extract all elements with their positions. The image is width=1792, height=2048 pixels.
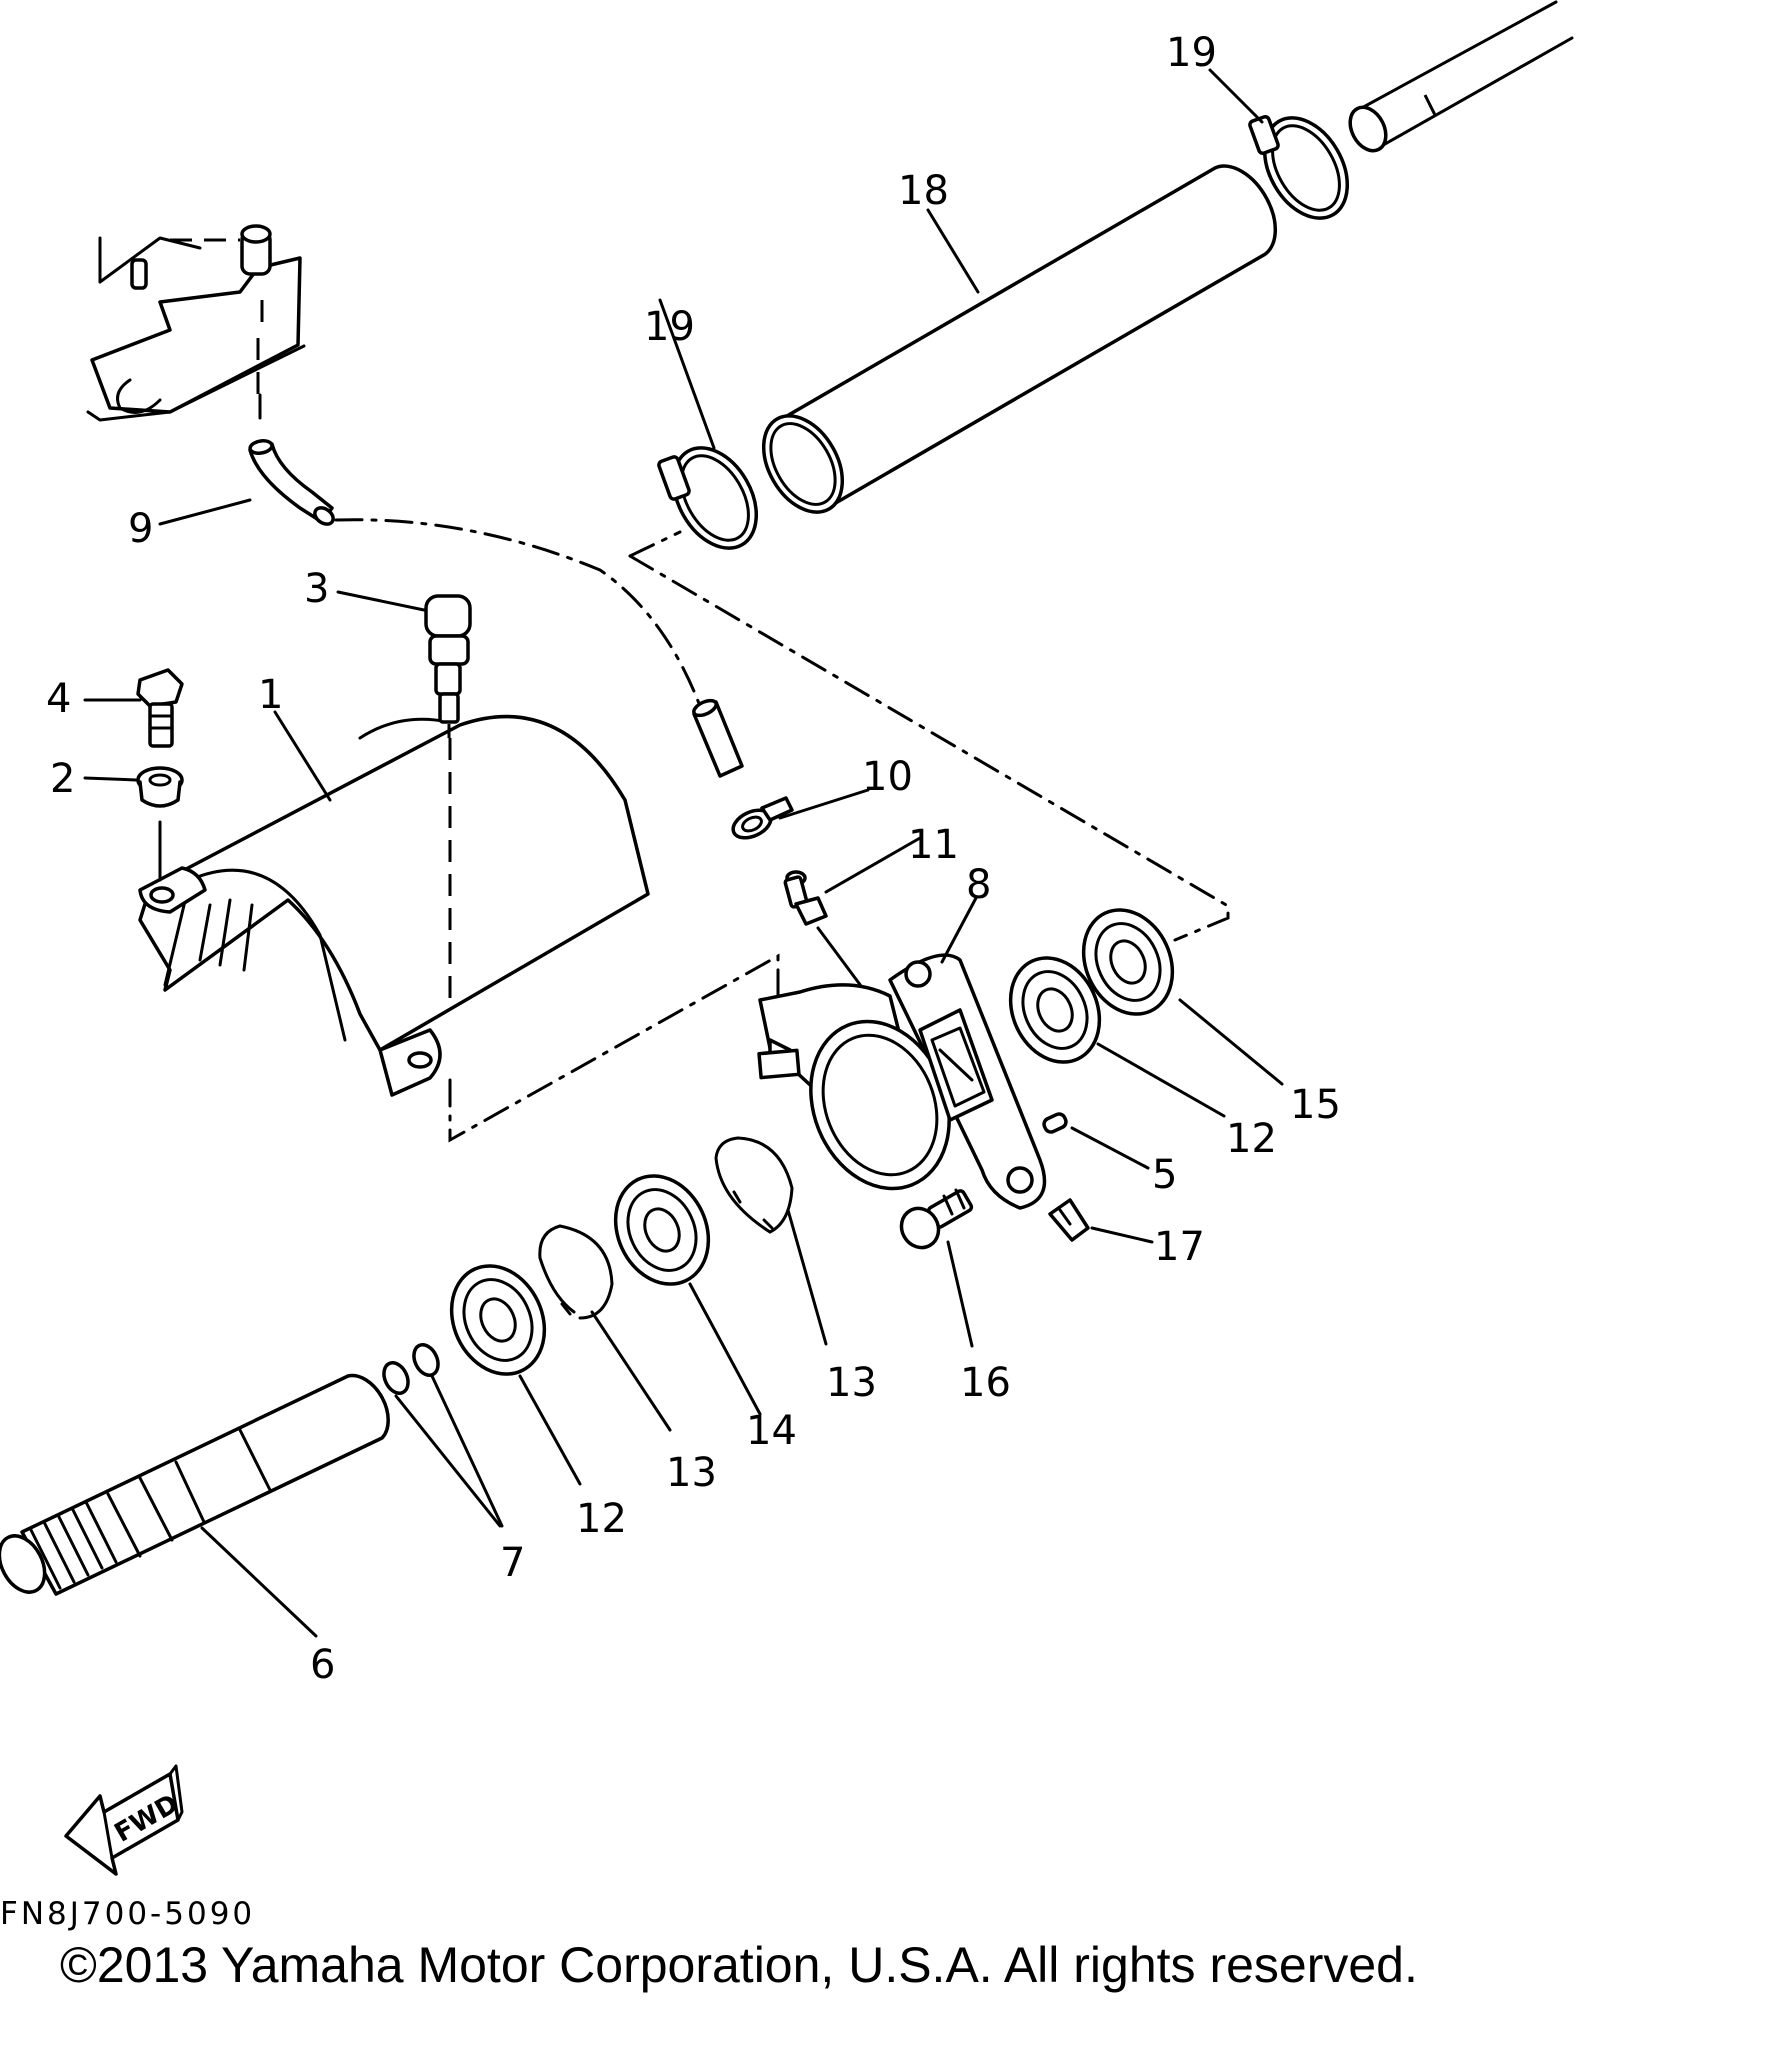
callout-9: 9 <box>128 506 153 552</box>
hose-clip <box>731 796 794 840</box>
bolt <box>136 668 184 748</box>
callout-1: 1 <box>258 672 283 718</box>
leader-lines <box>83 68 1284 1638</box>
callout-3: 3 <box>304 566 329 612</box>
drive-shaft <box>0 1373 390 1596</box>
breather-tube <box>248 439 744 778</box>
hose-clamp-lower <box>657 446 758 550</box>
bearing-12-lower <box>449 1264 547 1376</box>
circlip-13-lower <box>538 1224 614 1320</box>
callout-14: 14 <box>746 1408 797 1454</box>
callout-16: 16 <box>960 1360 1011 1406</box>
callout-5: 5 <box>1152 1152 1177 1198</box>
dowel-pin <box>1042 1112 1068 1134</box>
callout-12-upper: 12 <box>1226 1116 1277 1162</box>
housing-cover <box>138 714 650 1097</box>
flange-bolt <box>899 1188 974 1250</box>
callout-15: 15 <box>1290 1082 1341 1128</box>
grease-nipple <box>783 870 866 992</box>
o-rings <box>382 1343 440 1395</box>
callout-13-lower: 13 <box>666 1450 717 1496</box>
bearing-15 <box>1081 908 1175 1016</box>
callout-19-lower: 19 <box>644 304 695 350</box>
callout-11: 11 <box>908 822 959 868</box>
bearing-housing <box>757 953 1047 1210</box>
callout-13-upper: 13 <box>826 1360 877 1406</box>
copyright-notice: ©2013 Yamaha Motor Corporation, U.S.A. A… <box>60 1937 1418 1993</box>
bearing-14 <box>613 1174 711 1286</box>
callout-19-upper: 19 <box>1166 30 1217 76</box>
drive-shaft-upper <box>1348 0 1574 153</box>
callout-7: 7 <box>500 1540 525 1586</box>
circlip-13-upper <box>714 1136 794 1234</box>
u-clip <box>1048 1198 1090 1242</box>
fwd-arrow-icon: FWD <box>64 1764 184 1876</box>
callout-4: 4 <box>46 676 71 722</box>
callout-labels: 1 2 3 4 5 6 7 8 9 10 11 12 12 13 13 14 1… <box>46 30 1341 1688</box>
callout-2: 2 <box>50 756 75 802</box>
callout-17: 17 <box>1154 1224 1205 1270</box>
callout-6: 6 <box>310 1642 335 1688</box>
callout-8: 8 <box>966 862 991 908</box>
callout-18: 18 <box>898 168 949 214</box>
bearing-12-upper <box>1008 956 1102 1064</box>
callout-10: 10 <box>862 754 913 800</box>
hose-clamp-upper <box>1248 114 1349 220</box>
diagram-part-code: FN8J700-5090 <box>0 1896 256 1932</box>
cap-fitting <box>424 594 472 738</box>
engine-bracket <box>86 224 306 422</box>
driveshaft-hose <box>761 164 1277 514</box>
collar <box>136 766 184 882</box>
callout-12-lower: 12 <box>576 1496 627 1542</box>
